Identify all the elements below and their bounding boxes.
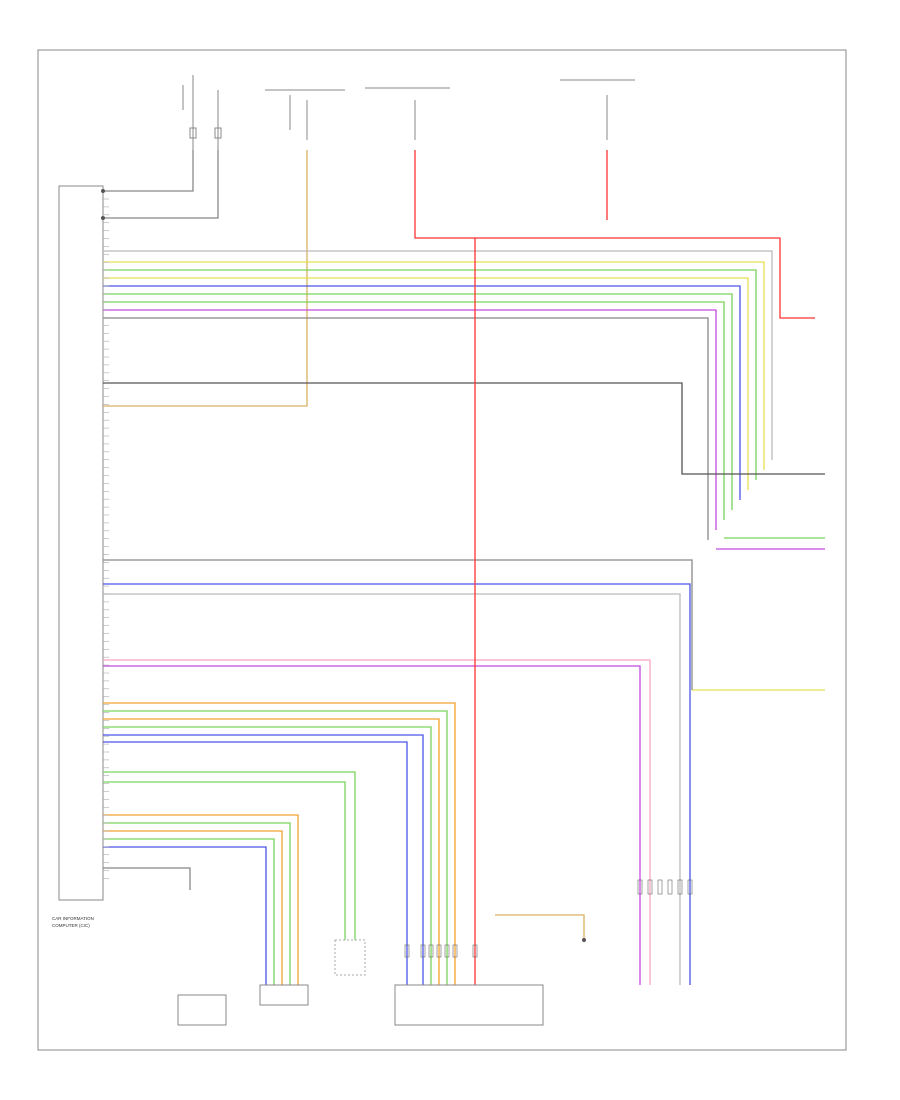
top-fuse-group-4 — [560, 79, 635, 140]
wire-mid-0 — [103, 583, 691, 985]
wire-low3-4 — [103, 846, 267, 985]
wire-bus-3 — [103, 277, 749, 490]
pin-stub — [420, 944, 426, 958]
pin-stub — [667, 879, 673, 895]
pin-stub — [428, 944, 434, 958]
wire-bus-7 — [103, 309, 717, 530]
top-fuse-group-1 — [182, 75, 222, 215]
pin-stub — [657, 879, 663, 895]
wire-gray-868 — [103, 867, 191, 890]
pin-stub — [436, 944, 442, 958]
splice-dot — [582, 938, 586, 942]
pin-stub — [444, 944, 450, 958]
pin-stub — [647, 879, 653, 895]
wire-low-0 — [103, 702, 456, 985]
wire-low-5 — [103, 741, 408, 985]
wire-gray-560 — [103, 559, 693, 690]
wire-low2-0 — [103, 771, 356, 940]
wire-low3-0 — [103, 814, 299, 985]
wire-low-3 — [103, 726, 432, 985]
top-fuse-group-2 — [265, 89, 345, 140]
wire-mid-1 — [103, 593, 681, 985]
pin-stub — [452, 944, 458, 958]
pin-labels — [103, 198, 109, 879]
top-fuse-group-3 — [365, 87, 450, 140]
wire-low-2 — [103, 718, 440, 985]
pin-stub — [677, 879, 683, 895]
wire-bus-4 — [103, 285, 741, 500]
wire-low-1 — [103, 710, 448, 985]
cic-module-label-2: COMPUTER (CIC) — [52, 923, 90, 928]
central-module — [394, 984, 544, 1026]
wire-low-4 — [103, 734, 424, 985]
wire-tan — [103, 150, 308, 407]
pin-stub — [637, 879, 643, 895]
wire-bus-6 — [103, 301, 725, 520]
diagram-frame — [37, 49, 847, 1051]
wire-dark-474 — [103, 382, 825, 475]
wire-tan-bottom — [495, 914, 585, 940]
wire-bus-0 — [103, 250, 773, 460]
wire-low3-2 — [103, 830, 283, 985]
wire-bus-1 — [103, 261, 765, 470]
wire-low3-3 — [103, 838, 275, 985]
wire-top-1 — [103, 150, 194, 192]
cic-module-label-1: CAR INFORMATION — [52, 916, 94, 921]
pin-stub — [404, 944, 410, 958]
wire-mid-3 — [103, 665, 641, 985]
pin-stub — [472, 944, 478, 958]
wire-bus-8 — [103, 317, 709, 540]
vertical-wires — [404, 238, 693, 985]
cic-module — [58, 185, 104, 901]
wire-low3-1 — [103, 822, 291, 985]
wire-mid-2 — [103, 659, 651, 985]
pin-stub — [687, 879, 693, 895]
wire-bus-5 — [103, 293, 733, 510]
wire-low2-1 — [103, 781, 346, 940]
wires — [103, 150, 825, 985]
splice-dot — [101, 189, 105, 193]
splice-dot — [101, 216, 105, 220]
wire-red-top — [414, 150, 815, 319]
connector-b — [334, 939, 366, 976]
wire-top-2 — [103, 150, 219, 219]
left-bottom-connector — [177, 994, 227, 1026]
connector-a — [259, 984, 309, 1006]
wire-bus-2 — [103, 269, 757, 480]
